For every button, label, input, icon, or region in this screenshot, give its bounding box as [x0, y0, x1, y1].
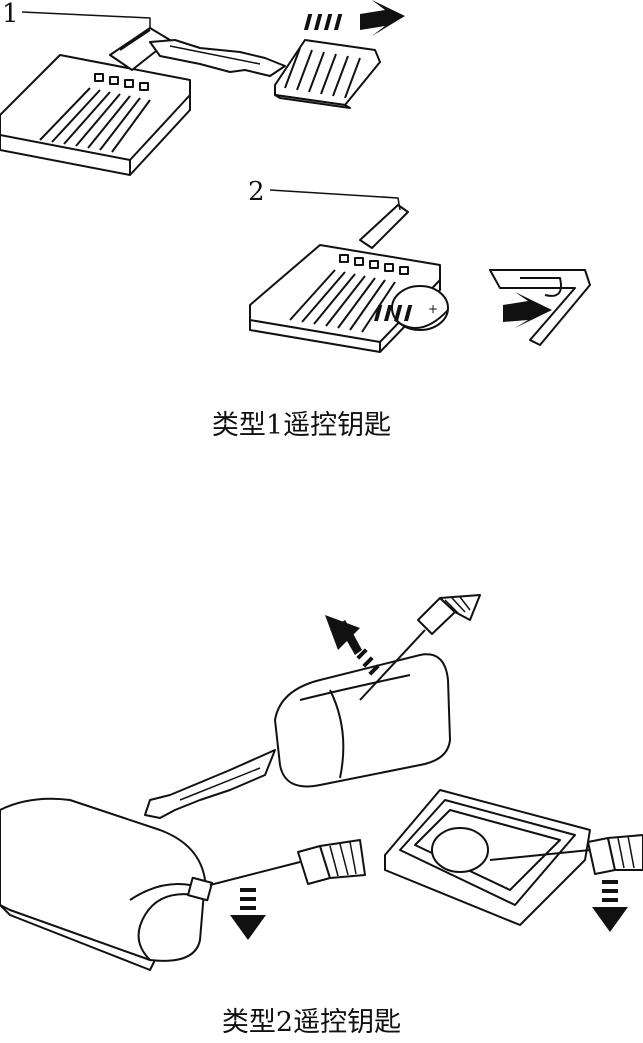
push-arrow-4 — [230, 888, 266, 940]
pull-arrow-2 — [373, 292, 552, 328]
pull-arrow-3 — [325, 615, 380, 676]
callout-1: 1 — [2, 0, 19, 29]
type2-battery-tray — [384, 789, 643, 926]
type2-shell-open — [0, 797, 366, 971]
screwdriver-shaft-3 — [489, 849, 591, 861]
button-pads — [94, 73, 149, 91]
coin-battery-2 — [431, 827, 489, 873]
callout-2-leader — [269, 189, 401, 211]
push-arrow-5 — [592, 880, 628, 932]
stripes-1 — [39, 87, 151, 153]
remote-shell — [274, 653, 451, 788]
callout-2: 2 — [248, 177, 265, 207]
type1-step2-illustration: + — [249, 189, 591, 353]
callout-1-leader — [21, 11, 151, 28]
pull-arrow-1 — [303, 0, 405, 36]
screwdriver-shaft-1 — [359, 629, 426, 701]
svg-text:+: + — [428, 302, 438, 316]
type1-caption: 类型1遥控钥匙 — [211, 410, 392, 441]
type2-remote-with-key — [144, 594, 481, 819]
key-blade-2 — [144, 749, 276, 819]
type2-caption: 类型2遥控钥匙 — [221, 1007, 402, 1038]
shell-half — [0, 797, 206, 962]
screwdriver-shaft-2 — [209, 861, 301, 886]
type1-step1-illustration — [0, 11, 381, 176]
battery-clip — [489, 269, 591, 346]
